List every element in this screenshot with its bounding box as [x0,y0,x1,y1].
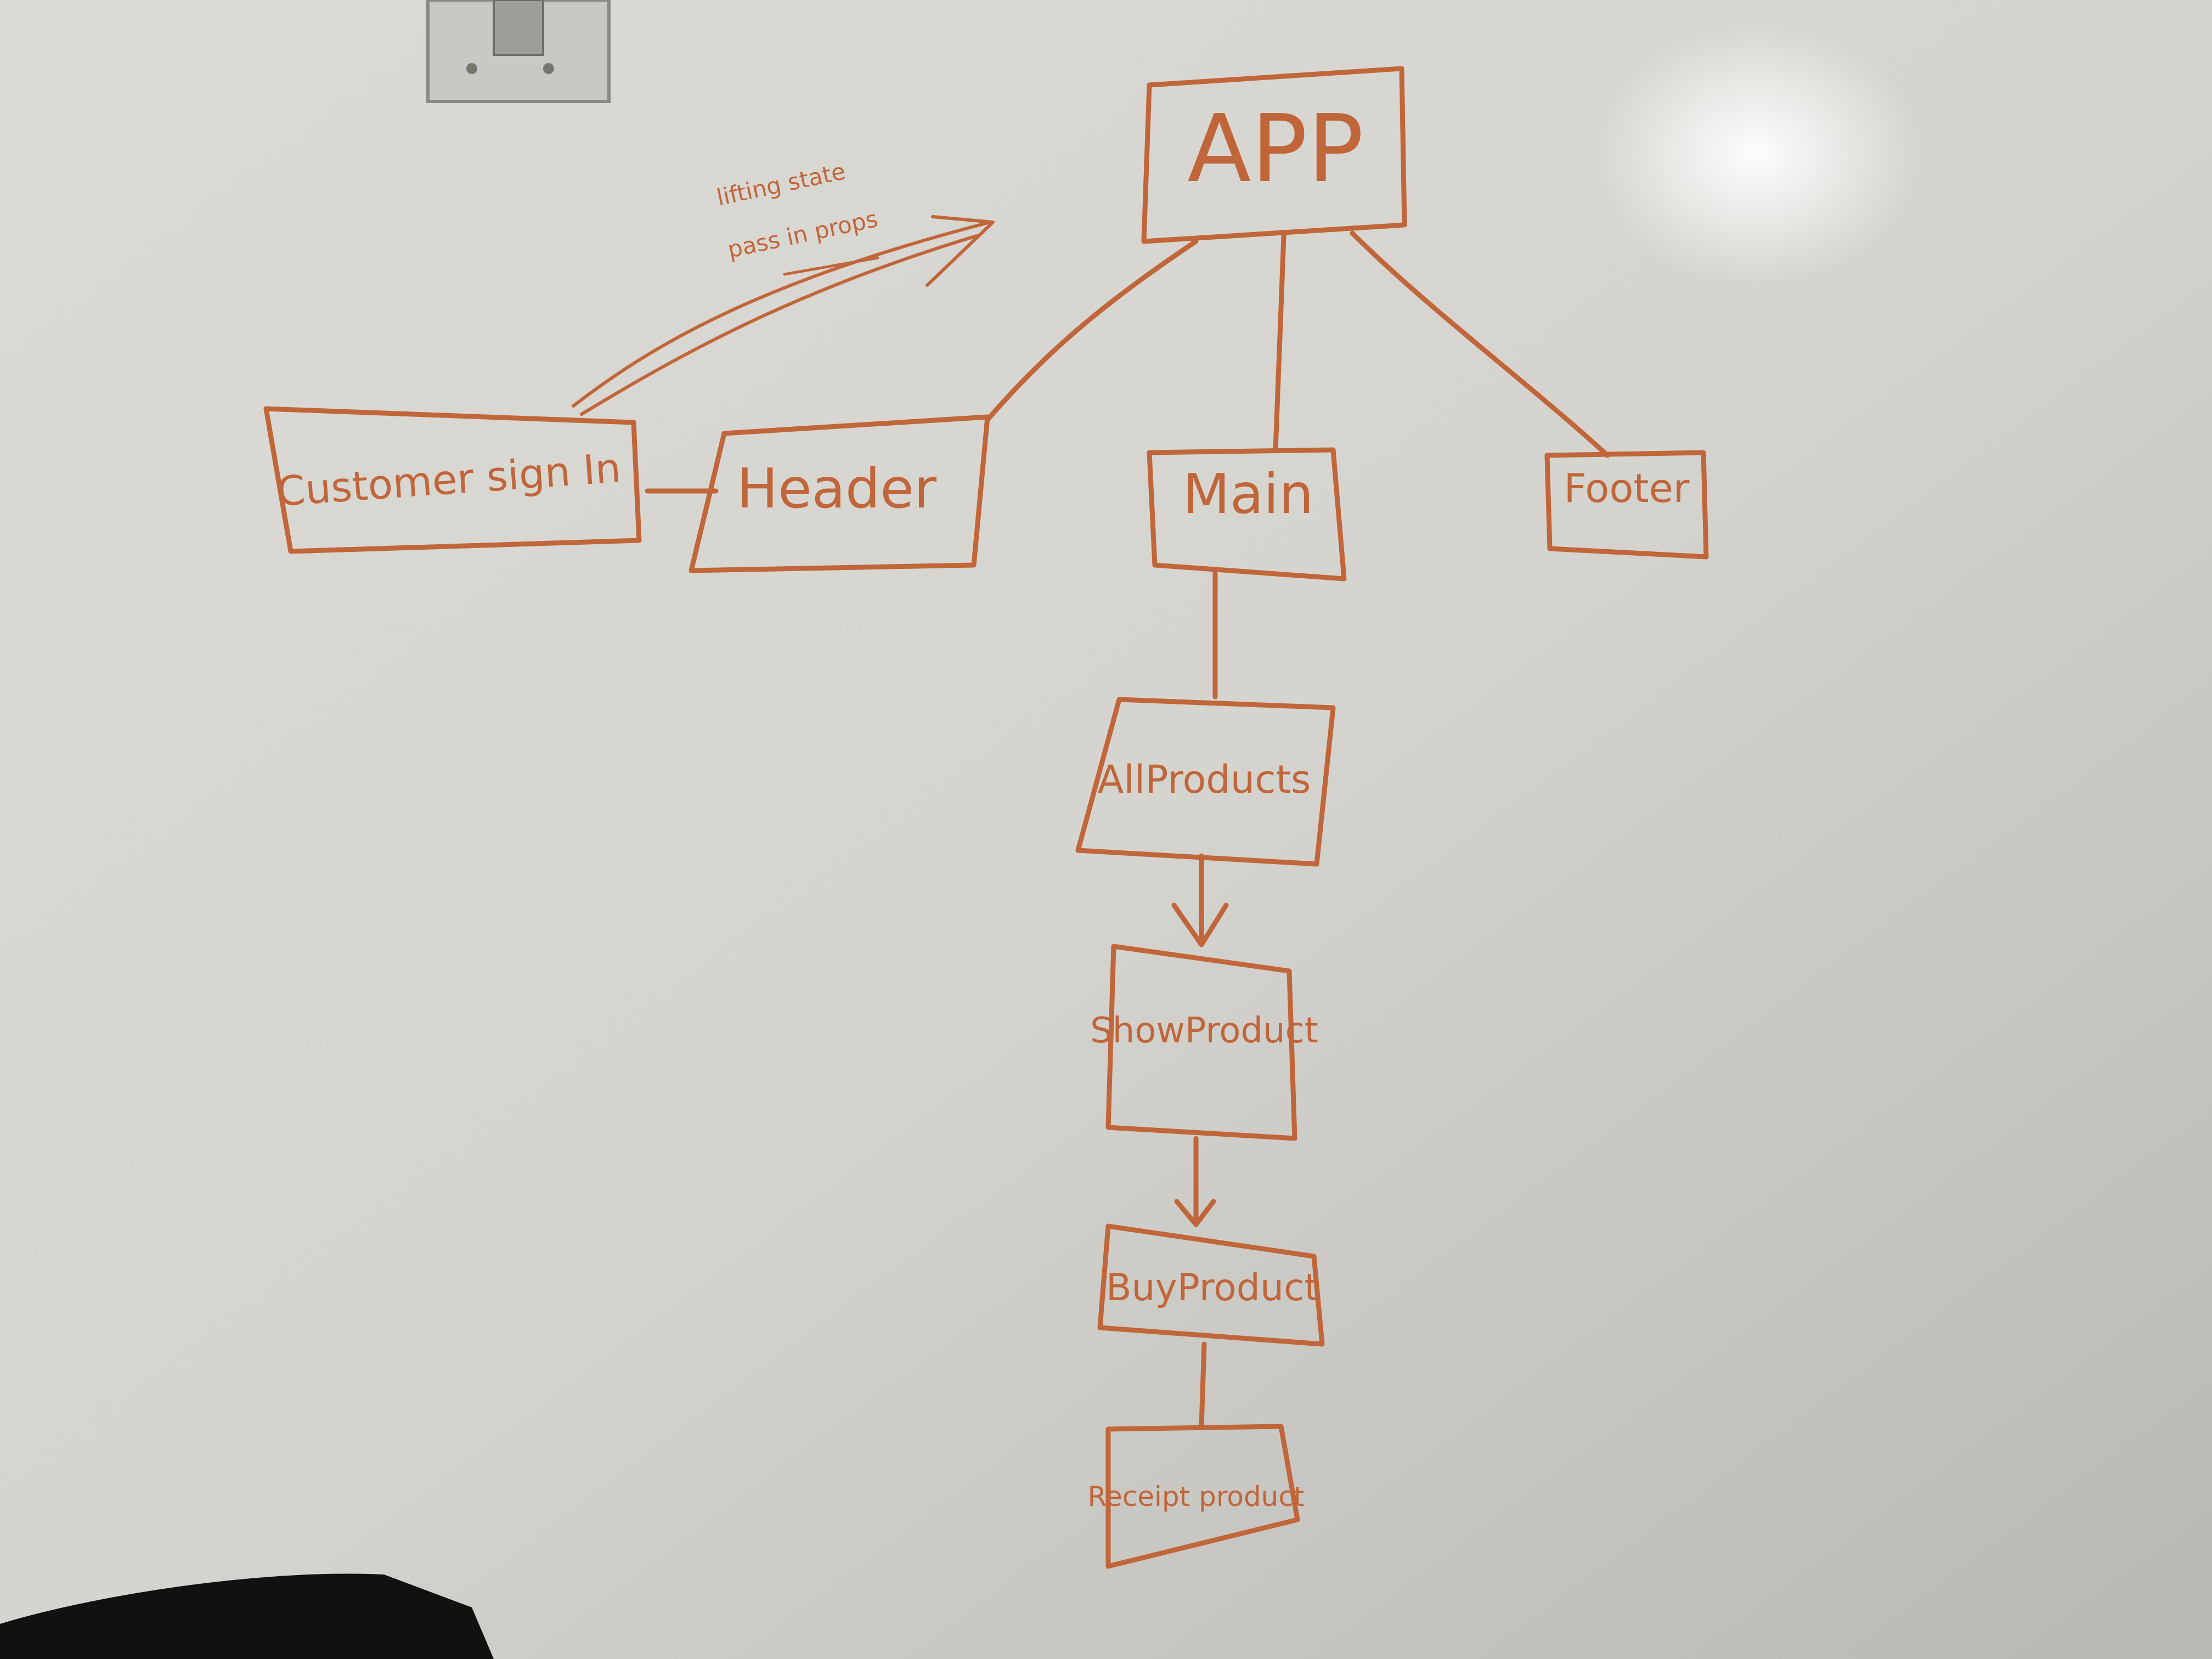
light-switch-plate [426,0,611,103]
node-box-buyproduct [1097,1223,1325,1347]
node-box-main [1147,447,1347,582]
node-box-customer [263,406,642,554]
edge-customer-app-arrow [572,215,995,416]
node-box-app [1141,66,1407,244]
node-label-showproduct: ShowProduct [1090,1011,1318,1051]
node-box-footer [1544,450,1709,560]
edge-buyproduct-receipt [1199,1341,1207,1429]
edge-app-header [985,239,1199,422]
arrowhead-buyproduct [1174,1199,1216,1227]
node-box-allproducts [1075,697,1336,867]
arrowhead-showproduct [1171,902,1229,947]
edge-app-footer [1350,230,1610,458]
node-box-receipt [1105,1424,1300,1569]
node-label-header: Header [737,456,937,521]
node-label-footer: Footer [1564,465,1689,511]
node-label-receipt: Receipt product [1088,1481,1305,1513]
node-label-app: APP [1187,95,1363,204]
black-bag [0,1573,494,1659]
node-label-buyproduct: BuyProduct [1106,1266,1319,1310]
node-box-showproduct [1105,944,1297,1141]
node-box-header [689,414,990,573]
node-label-main: Main [1183,462,1314,526]
node-label-allproducts: AllProducts [1097,757,1311,802]
edge-app-main [1273,233,1286,453]
light-glare [1591,22,1920,285]
annotation-underline [783,256,879,276]
